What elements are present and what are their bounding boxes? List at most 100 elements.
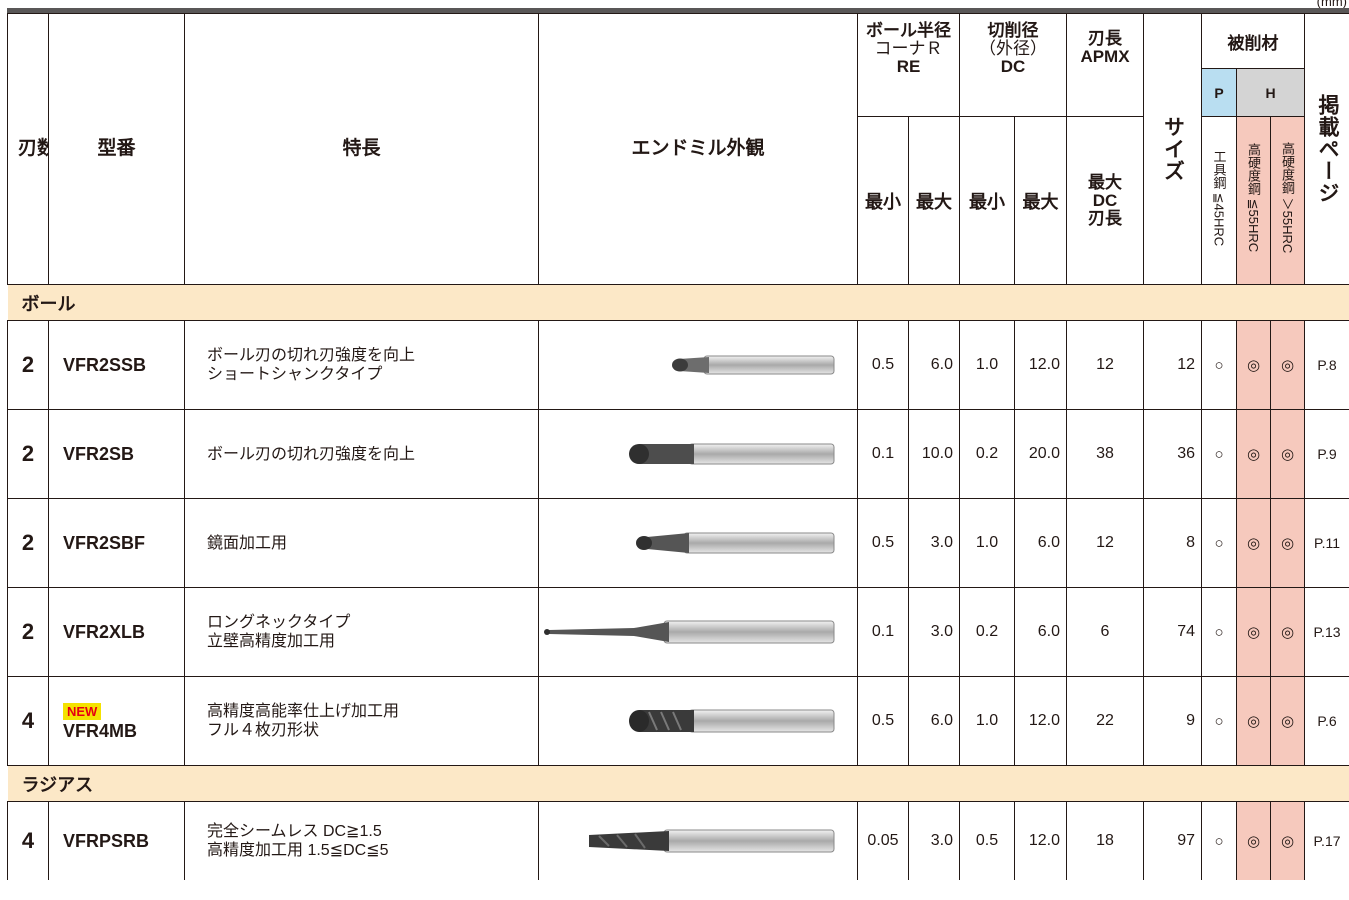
cell-re-min: 0.5 — [857, 676, 909, 766]
cell-re-max: 3.0 — [908, 498, 960, 588]
cell-blades: 2 — [7, 409, 49, 499]
header-mat-tool-steel: 工具鋼 ≦45HRC — [1201, 116, 1237, 285]
cell-blades: 2 — [7, 498, 49, 588]
cell-mat-hard-over55: ◎ — [1269, 498, 1306, 588]
cell-mat-tool-steel: ○ — [1201, 801, 1237, 880]
header-max-dc-len-2: DC — [1092, 190, 1118, 210]
header-size: サイズ — [1143, 13, 1202, 285]
header-max-dc-len-3: 刃長 — [1088, 208, 1122, 228]
header-re: ボール半径 コーナＲ RE — [857, 13, 960, 117]
cell-appearance — [538, 409, 858, 499]
table-body: ボール 2 VFR2SSB ボール刃の切れ刃強度を向上ショートシャンクタイプ 0… — [7, 284, 1349, 880]
cell-appearance — [538, 498, 858, 588]
header-feature: 特長 — [184, 13, 539, 285]
cell-dc-min: 1.0 — [959, 676, 1015, 766]
cell-feature: ボール刃の切れ刃強度を向上 — [184, 409, 539, 499]
cell-dc-max: 12.0 — [1014, 320, 1067, 410]
cell-appearance — [538, 801, 858, 880]
cell-apmx: 22 — [1066, 676, 1144, 766]
cell-page: P.6 — [1304, 676, 1349, 766]
cell-page: P.8 — [1304, 320, 1349, 410]
table-row: 2 VFR2XLB ロングネックタイプ立壁高精度加工用 0.1 3.0 0.2 … — [7, 587, 1349, 677]
cell-re-max: 3.0 — [908, 801, 960, 880]
header-re-line1: ボール半径 — [866, 21, 951, 40]
table-header: 刃数 型番 特長 エンドミル外観 ボール半径 コーナＲ RE 切削径 （外径） … — [7, 13, 1349, 285]
feature-line-2: 立壁高精度加工用 — [207, 633, 336, 650]
cell-dc-min: 0.2 — [959, 409, 1015, 499]
table-row: 2 VFR2SBF 鏡面加工用 0.5 3.0 1.0 6.0 12 8 ○ ◎… — [7, 498, 1349, 588]
top-bar — [7, 8, 1349, 13]
header-model: 型番 — [48, 13, 185, 285]
header-page-label: 掲載ページ — [1316, 94, 1340, 204]
cell-feature: 鏡面加工用 — [184, 498, 539, 588]
cell-model: VFRPSRB — [48, 801, 185, 880]
cell-model: VFR2SSB — [48, 320, 185, 410]
header-max-dc-len-1: 最大 — [1088, 172, 1122, 192]
endmill-short-ball-image — [672, 355, 835, 375]
cell-re-max: 10.0 — [908, 409, 960, 499]
cell-re-min: 0.1 — [857, 587, 909, 677]
cell-dc-max: 12.0 — [1014, 676, 1067, 766]
cell-apmx: 12 — [1066, 498, 1144, 588]
section-title: ボール — [7, 284, 1349, 321]
model-number: VFR2SSB — [63, 354, 147, 375]
cell-mat-hard-over55: ◎ — [1269, 320, 1306, 410]
header-re-line3: RE — [896, 57, 921, 76]
cell-blades: 2 — [7, 587, 49, 677]
model-number: VFR4MB — [63, 721, 138, 741]
header-dc-min: 最小 — [959, 116, 1015, 285]
cell-mat-hard-55: ◎ — [1236, 676, 1271, 766]
cell-mat-hard-over55: ◎ — [1269, 409, 1306, 499]
endmill-ball-finish-image — [636, 532, 835, 554]
cell-mat-tool-steel: ○ — [1201, 587, 1237, 677]
feature-line-1: 高精度高能率仕上げ加工用 — [207, 703, 400, 720]
cell-appearance — [538, 676, 858, 766]
cell-blades: 2 — [7, 320, 49, 410]
cell-mat-hard-55: ◎ — [1236, 587, 1271, 677]
cell-dc-min: 1.0 — [959, 498, 1015, 588]
cell-feature: ロングネックタイプ立壁高精度加工用 — [184, 587, 539, 677]
header-size-label: サイズ — [1161, 116, 1185, 182]
header-group-p: P — [1201, 68, 1237, 117]
header-blades: 刃数 — [7, 13, 49, 285]
cell-dc-max: 6.0 — [1014, 498, 1067, 588]
cell-mat-hard-55: ◎ — [1236, 320, 1271, 410]
table-row: 2 VFR2SSB ボール刃の切れ刃強度を向上ショートシャンクタイプ 0.5 6… — [7, 320, 1349, 410]
header-page: 掲載ページ — [1304, 13, 1349, 285]
cell-appearance — [538, 320, 858, 410]
header-material: 被削材 — [1200, 13, 1306, 69]
cell-size: 9 — [1143, 676, 1202, 766]
table-row: 2 VFR2SB ボール刃の切れ刃強度を向上 0.1 10.0 0.2 20.0… — [7, 409, 1349, 499]
header-mat-hard-over55-label: 高硬度鋼 ＞55HRC — [1280, 142, 1295, 254]
cell-page: P.11 — [1304, 498, 1349, 588]
model-number: VFR2SBF — [63, 532, 146, 553]
header-mat-hard-55: 高硬度鋼 ≦55HRC — [1236, 116, 1271, 285]
endmill-four-flute-image — [629, 709, 835, 733]
cell-size: 36 — [1143, 409, 1202, 499]
cell-re-max: 6.0 — [908, 320, 960, 410]
endmill-radius-image — [589, 829, 835, 853]
cell-mat-hard-55: ◎ — [1236, 498, 1271, 588]
cell-page: P.9 — [1304, 409, 1349, 499]
feature-line-1: 鏡面加工用 — [207, 534, 288, 552]
cell-feature: ボール刃の切れ刃強度を向上ショートシャンクタイプ — [184, 320, 539, 410]
cell-blades: 4 — [7, 801, 49, 880]
header-mat-hard-55-label: 高硬度鋼 ≦55HRC — [1246, 143, 1261, 253]
cell-page: P.17 — [1304, 801, 1349, 880]
header-re-max: 最大 — [908, 116, 960, 285]
cell-size: 8 — [1143, 498, 1202, 588]
cell-apmx: 6 — [1066, 587, 1144, 677]
cell-mat-tool-steel: ○ — [1201, 498, 1237, 588]
header-max-dc-length: 最大 DC 刃長 — [1066, 116, 1144, 285]
cell-blades: 4 — [7, 676, 49, 766]
cell-apmx: 12 — [1066, 320, 1144, 410]
cell-mat-hard-over55: ◎ — [1269, 801, 1306, 880]
header-blades-label: 刃数 — [18, 138, 48, 159]
cell-apmx: 38 — [1066, 409, 1144, 499]
cell-size: 12 — [1143, 320, 1202, 410]
cell-size: 97 — [1143, 801, 1202, 880]
header-apmx-line2: APMX — [1080, 47, 1130, 66]
